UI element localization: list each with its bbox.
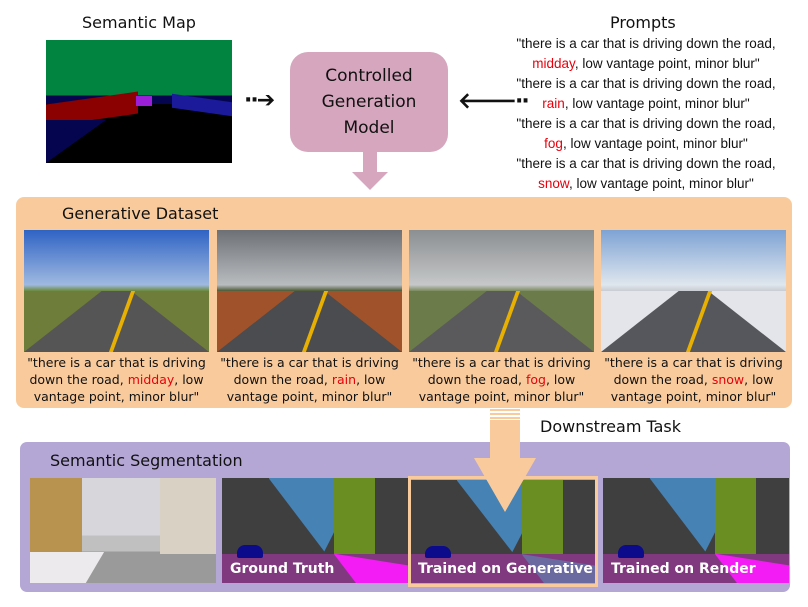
semantic-segmentation-title: Semantic Segmentation <box>50 451 243 470</box>
generated-image-midday <box>24 230 209 352</box>
generative-dataset-panel: Generative Dataset "there is a car that … <box>16 197 792 408</box>
ground-truth-image: Ground Truth <box>222 478 408 583</box>
caption-fog: "there is a car that is driving down the… <box>412 355 591 404</box>
generated-image-rain <box>217 230 402 352</box>
semantic-map-title: Semantic Map <box>82 13 196 32</box>
down-arrow-icon <box>352 152 388 190</box>
input-photo <box>30 478 216 583</box>
ground-truth-label: Ground Truth <box>230 561 335 577</box>
trained-on-render-image: Trained on Render <box>603 478 789 583</box>
caption-midday: "there is a car that is driving down the… <box>27 355 206 404</box>
prompt-item: "there is a car that is driving down the… <box>516 156 776 191</box>
generative-dataset-title: Generative Dataset <box>62 204 219 223</box>
trained-on-generative-label: Trained on Generative <box>418 561 593 577</box>
dashed-arrow-left-icon: 🡐·· <box>458 89 530 114</box>
trained-on-render-label: Trained on Render <box>611 561 756 577</box>
caption-snow: "there is a car that is driving down the… <box>604 355 783 404</box>
semantic-map-image <box>46 40 232 163</box>
prompt-item: "there is a car that is driving down the… <box>516 36 776 71</box>
generated-image-fog <box>409 230 594 352</box>
prompt-item: "there is a car that is driving down the… <box>516 116 776 151</box>
downstream-task-label: Downstream Task <box>540 417 682 436</box>
generated-image-snow <box>601 230 786 352</box>
trained-on-generative-image: Trained on Generative <box>410 480 596 583</box>
dashed-arrow-right-icon: ··➔ <box>244 88 275 113</box>
semantic-segmentation-panel: Semantic Segmentation Ground Truth Train… <box>20 442 790 592</box>
prompts-list: "there is a car that is driving down the… <box>490 34 802 194</box>
prompts-title: Prompts <box>610 13 676 32</box>
prompt-item: "there is a car that is driving down the… <box>516 76 776 111</box>
caption-rain: "there is a car that is driving down the… <box>220 355 399 404</box>
downstream-arrow-icon <box>474 420 536 512</box>
controlled-generation-model-box: Controlled Generation Model <box>290 52 448 152</box>
arrow-stripes <box>490 409 520 419</box>
